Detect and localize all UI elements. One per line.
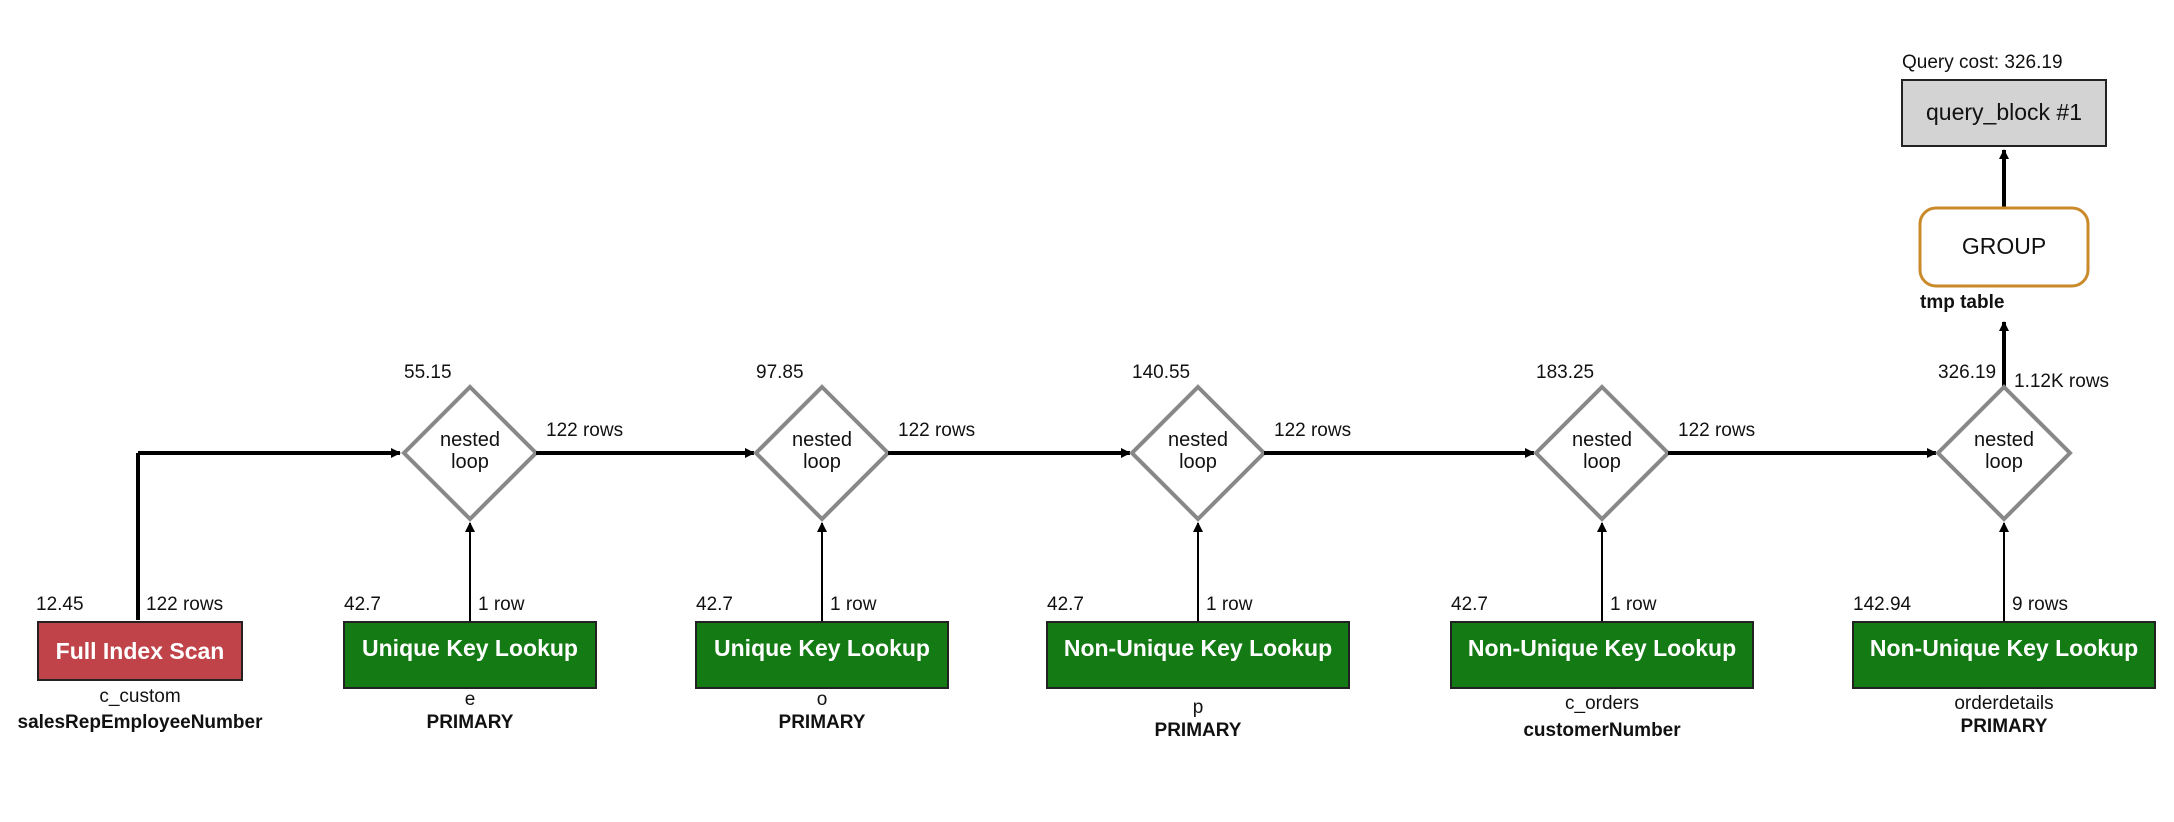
lookup-5-key: PRIMARY <box>1961 716 2048 737</box>
lookup-1-box[interactable] <box>343 621 597 689</box>
full-scan-key: salesRepEmployeeNumber <box>18 712 264 733</box>
group-node[interactable] <box>1918 206 2090 288</box>
nested-loop-1-label-line2: loop <box>451 451 489 473</box>
lookup-4-table: c_orders <box>1565 693 1639 714</box>
lookup-1-label: Unique Key Lookup <box>362 635 578 661</box>
lookup-4-label: Non-Unique Key Lookup <box>1468 635 1736 661</box>
lookup-4-box[interactable] <box>1450 621 1754 689</box>
query-block-label: query_block #1 <box>1926 99 2082 125</box>
nested-loop-4[interactable] <box>1533 384 1671 522</box>
lookup-2-key: PRIMARY <box>779 712 866 733</box>
lookup-5-cost: 142.94 <box>1853 594 1912 615</box>
lookup-1-cost: 42.7 <box>344 594 381 615</box>
lookup-3-label: Non-Unique Key Lookup <box>1064 635 1332 661</box>
final-loop-cost: 326.19 <box>1938 362 1996 383</box>
lookup-2-label: Unique Key Lookup <box>714 635 930 661</box>
group-tmp-table-label: tmp table <box>1920 292 2004 313</box>
lookup-4-key: customerNumber <box>1523 720 1681 741</box>
nested-loop-3-out-rows: 122 rows <box>1274 420 1351 441</box>
nested-loop-2[interactable] <box>753 384 891 522</box>
group-label: GROUP <box>1962 233 2046 259</box>
lookup-5-box[interactable] <box>1852 621 2156 689</box>
lookup-2-rows: 1 row <box>830 594 877 615</box>
nested-loop-2-cost: 97.85 <box>756 362 804 383</box>
final-edge-rows: 1.12K rows <box>2014 371 2109 392</box>
nested-loop-3-cost: 140.55 <box>1132 362 1190 383</box>
nested-loop-3-label-line1: nested <box>1168 429 1228 451</box>
lookup-3-rows: 1 row <box>1206 594 1253 615</box>
nested-loop-2-out-rows: 122 rows <box>898 420 975 441</box>
lookup-2-box[interactable] <box>695 621 949 689</box>
lookup-3-table: p <box>1193 697 1204 718</box>
nested-loop-1[interactable] <box>401 384 539 522</box>
lookup-1-table: e <box>465 689 476 710</box>
nested-loop-3[interactable] <box>1129 384 1267 522</box>
lookup-3-cost: 42.7 <box>1047 594 1084 615</box>
nested-loop-5-label-line2: loop <box>1985 451 2023 473</box>
nested-loop-4-label-line2: loop <box>1583 451 1621 473</box>
nested-loop-1-out-rows: 122 rows <box>546 420 623 441</box>
nested-loop-4-label-line1: nested <box>1572 429 1632 451</box>
nested-loop-4-out-rows: 122 rows <box>1678 420 1755 441</box>
query-block-box[interactable] <box>1901 79 2107 147</box>
lookup-5-table: orderdetails <box>1954 693 2053 714</box>
lookup-2-cost: 42.7 <box>696 594 733 615</box>
full-index-scan-box[interactable] <box>37 621 243 681</box>
nested-loop-5[interactable] <box>1935 384 2073 522</box>
nested-loop-5-label-line1: nested <box>1974 429 2034 451</box>
nested-loop-4-cost: 183.25 <box>1536 362 1594 383</box>
nested-loop-1-cost: 55.15 <box>404 362 452 383</box>
lookup-2-table: o <box>817 689 828 710</box>
full-scan-table: c_custom <box>99 686 180 707</box>
lookup-5-rows: 9 rows <box>2012 594 2068 615</box>
nested-loop-2-label-line1: nested <box>792 429 852 451</box>
lookup-1-key: PRIMARY <box>427 712 514 733</box>
nested-loop-1-label-line1: nested <box>440 429 500 451</box>
query-cost-label: Query cost: 326.19 <box>1902 52 2063 73</box>
lookup-4-cost: 42.7 <box>1451 594 1488 615</box>
lookup-1-rows: 1 row <box>478 594 525 615</box>
lookup-3-key: PRIMARY <box>1155 720 1242 741</box>
lookup-4-rows: 1 row <box>1610 594 1657 615</box>
nested-loop-3-label-line2: loop <box>1179 451 1217 473</box>
lookup-5-label: Non-Unique Key Lookup <box>1870 635 2138 661</box>
full-index-scan-label: Full Index Scan <box>56 638 225 664</box>
lookup-3-box[interactable] <box>1046 621 1350 689</box>
nested-loop-2-label-line2: loop <box>803 451 841 473</box>
full-scan-rows: 122 rows <box>146 594 223 615</box>
full-scan-cost: 12.45 <box>36 594 84 615</box>
